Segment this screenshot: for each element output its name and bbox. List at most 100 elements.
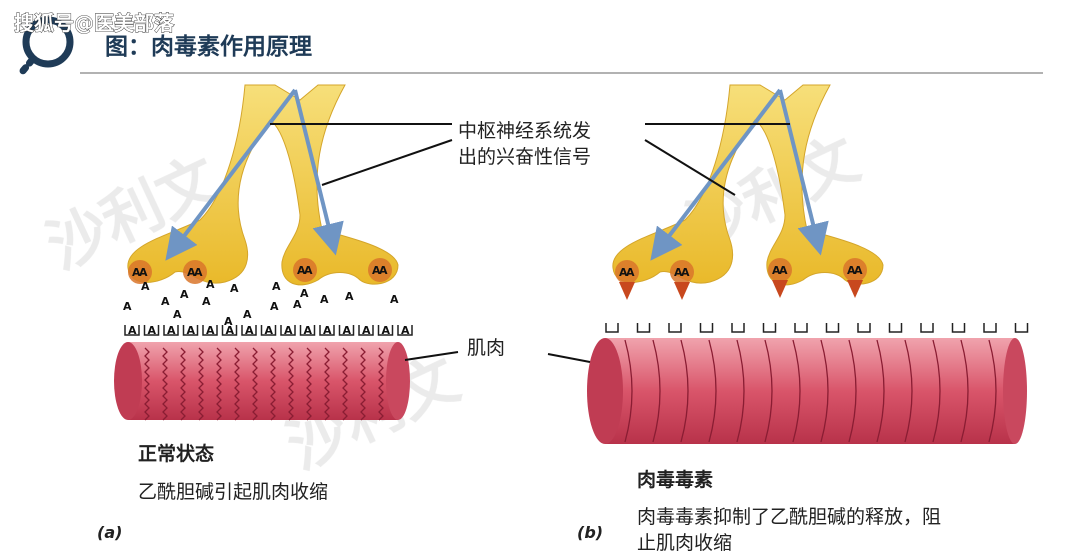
muscle-fiber-contracted <box>216 347 222 421</box>
muscle-fiber-relaxed <box>848 339 857 443</box>
acetylcholine-molecule: A <box>128 324 137 337</box>
acetylcholine-molecule: A <box>382 324 391 337</box>
acetylcholine-molecule: A <box>245 324 254 337</box>
synaptic-vesicle <box>843 258 867 282</box>
receptor-empty <box>605 323 619 333</box>
receptor-empty <box>668 323 682 333</box>
acetylcholine-molecule: A <box>619 266 628 279</box>
acetylcholine-molecule: A <box>681 266 690 279</box>
muscle-fiber-contracted <box>288 347 294 421</box>
acetylcholine-molecule: A <box>297 264 306 277</box>
acetylcholine-molecule: A <box>206 324 215 337</box>
acetylcholine-molecule: A <box>293 298 302 311</box>
acetylcholine-molecule: A <box>243 308 252 321</box>
leader-lines <box>270 123 790 363</box>
figure-title: 图：肉毒素作用原理 <box>105 33 312 60</box>
synaptic-vesicle <box>128 260 152 284</box>
acetylcholine-molecule: A <box>230 282 239 295</box>
muscle-fiber-contracted <box>180 347 186 421</box>
muscle-fiber-relaxed <box>960 339 969 443</box>
acetylcholine-molecule: A <box>626 266 635 279</box>
toxin-blocker <box>772 280 788 298</box>
receptor-bound <box>202 325 218 336</box>
acetylcholine-molecule: A <box>390 293 399 306</box>
receptor-bound <box>260 325 277 336</box>
muscle-fiber-relaxed <box>624 339 633 443</box>
acetylcholine-molecule: A <box>265 324 274 337</box>
receptor-empty <box>762 323 777 333</box>
acetylcholine-molecule: A <box>226 324 235 337</box>
acetylcholine-molecule: A <box>202 295 211 308</box>
acetylcholine-molecule: A <box>173 308 182 321</box>
muscle-fiber-relaxed <box>932 339 941 443</box>
magnifier-icon <box>18 16 74 76</box>
acetylcholine-molecule: A <box>320 293 329 306</box>
toxin-blocker <box>674 282 690 300</box>
acetylcholine-molecule: A <box>161 295 170 308</box>
receptor-bound <box>124 325 140 336</box>
acetylcholine-molecule: A <box>674 266 683 279</box>
acetylcholine-molecule: A <box>343 324 352 337</box>
signal-arrow <box>778 89 829 256</box>
acetylcholine-molecule: A <box>304 324 313 337</box>
receptor-empty <box>731 323 745 333</box>
receptor-bound <box>299 325 316 336</box>
muscle-fiber-relaxed <box>904 339 913 443</box>
muscle-fiber-relaxed <box>736 339 745 443</box>
muscle-fiber-contracted <box>270 347 276 421</box>
source-watermark: 搜狐号@医美部落 <box>14 11 175 35</box>
signal-arrow <box>650 88 782 261</box>
acetylcholine-molecule: A <box>372 264 381 277</box>
receptor-empty <box>951 323 966 333</box>
receptor-bound <box>143 325 160 336</box>
muscle-fiber-contracted <box>378 347 384 421</box>
muscle-fiber-relaxed <box>792 339 801 443</box>
synaptic-vesicle <box>368 258 392 282</box>
synaptic-vesicle <box>293 258 317 282</box>
synaptic-vesicle <box>670 260 694 284</box>
muscle-fiber-contracted <box>324 347 330 421</box>
muscle-fiber-relaxed <box>708 339 717 443</box>
receptor-empty <box>920 323 934 333</box>
receptor-bound <box>338 325 355 336</box>
muscle-fiber-relaxed <box>764 339 773 443</box>
acetylcholine-molecule: A <box>187 266 196 279</box>
acetylcholine-molecule: A <box>148 324 157 337</box>
acetylcholine-molecule: A <box>206 278 215 291</box>
toxin-blocker <box>847 280 863 298</box>
acetylcholine-molecule: A <box>224 315 233 328</box>
panel-a-heading: 正常状态 <box>138 442 214 465</box>
receptor-empty <box>857 323 871 333</box>
muscle-fiber-contracted <box>306 347 312 421</box>
panel-b-tag: (b) <box>577 523 603 542</box>
muscle-label: 肌肉 <box>467 337 505 359</box>
receptor-bound <box>319 325 335 336</box>
acetylcholine-molecule: A <box>401 324 410 337</box>
muscle-fiber-relaxed <box>680 339 689 443</box>
receptor-bound <box>241 325 257 336</box>
muscle-fiber-contracted <box>342 347 348 421</box>
muscle-fiber-relaxed <box>988 339 997 443</box>
acetylcholine-molecule: A <box>300 287 309 300</box>
receptor-empty <box>794 323 808 333</box>
receptor-empty <box>825 323 840 333</box>
muscle-fiber-relaxed <box>876 339 885 443</box>
muscle-fiber-contracted <box>144 347 150 421</box>
receptor-bound <box>182 325 199 336</box>
muscle-fiber-contracted <box>360 347 366 421</box>
acetylcholine-molecule: A <box>270 300 279 313</box>
muscle-fiber-contracted <box>234 347 240 421</box>
receptor-bound <box>397 325 413 336</box>
receptor-bound <box>358 325 374 336</box>
receptor-empty <box>699 323 714 333</box>
acetylcholine-molecule: A <box>272 280 281 293</box>
muscle-fiber-contracted <box>252 347 258 421</box>
acetylcholine-molecule: A <box>141 280 150 293</box>
signal-label-line2: 出的兴奋性信号 <box>458 146 591 168</box>
acetylcholine-molecule: A <box>772 264 781 277</box>
acetylcholine-molecule: A <box>132 266 141 279</box>
acetylcholine-molecule: A <box>139 266 148 279</box>
acetylcholine-molecule: A <box>123 300 132 313</box>
